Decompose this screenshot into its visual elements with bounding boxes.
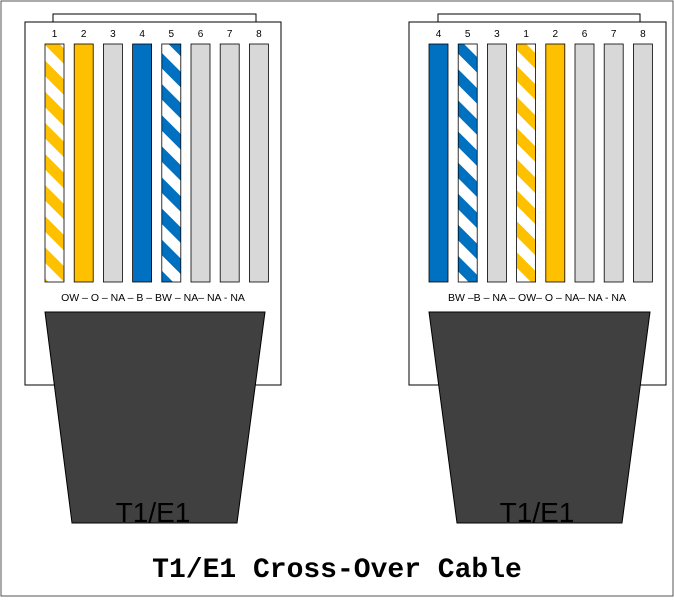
- pin-number: 3: [494, 29, 500, 40]
- pin-number: 2: [553, 29, 559, 40]
- wire-gray: [486, 43, 507, 283]
- wire-gray: [248, 43, 269, 283]
- wire-gray: [190, 43, 211, 283]
- pin-number: 6: [198, 29, 204, 40]
- latch-bracket: [52, 13, 257, 26]
- pin-number: 5: [169, 29, 175, 40]
- pin-number: 6: [582, 29, 588, 40]
- wires: [44, 43, 269, 283]
- pin-number: 2: [81, 29, 87, 40]
- wire-gray: [219, 43, 240, 283]
- connector-left: 1 2 3 4 5 6 7 8 OW – O – NA – B – BW – NA– NA -…: [24, 13, 282, 528]
- wire-orange-striped: [516, 43, 536, 283]
- connector-right: 4 5 3 1 2 6 7 8 BW –B – NA – OW– O – NA– NA - N…: [408, 13, 667, 528]
- wire-orange: [545, 43, 566, 283]
- wire-labels: BW –B – NA – OW– O – NA– NA - NA: [448, 292, 626, 304]
- wires: [428, 43, 653, 283]
- pin-number: 8: [256, 29, 262, 40]
- wire-blue-striped: [161, 43, 182, 283]
- pin-number: 4: [436, 29, 442, 40]
- pin-numbers: 1 2 3 4 5 6 7 8: [52, 29, 262, 40]
- wire-blue: [428, 43, 449, 283]
- latch-bracket: [437, 13, 641, 26]
- pin-number: 8: [640, 29, 646, 40]
- pin-number: 5: [465, 29, 471, 40]
- wire-orange-striped: [44, 43, 65, 283]
- wire-orange: [73, 43, 94, 283]
- pin-number: 1: [523, 29, 529, 40]
- pin-number: 4: [139, 29, 145, 40]
- pin-number: 7: [611, 29, 617, 40]
- cable-boot: [44, 311, 266, 524]
- wire-gray: [603, 43, 624, 283]
- wire-gray: [574, 43, 595, 283]
- wire-blue: [132, 43, 153, 283]
- pin-number: 3: [110, 29, 116, 40]
- diagram-title: T1/E1 Cross-Over Cable: [152, 555, 522, 586]
- wire-blue-striped: [457, 43, 478, 283]
- wire-gray: [633, 43, 653, 283]
- wire-gray: [103, 43, 123, 283]
- pin-number: 1: [52, 29, 58, 40]
- boot-label: T1/E1: [500, 497, 575, 528]
- pin-number: 7: [227, 29, 233, 40]
- boot-label: T1/E1: [116, 497, 191, 528]
- wire-labels: OW – O – NA – B – BW – NA– NA - NA: [61, 292, 245, 304]
- cable-boot: [428, 311, 651, 524]
- pin-numbers: 4 5 3 1 2 6 7 8: [436, 29, 646, 40]
